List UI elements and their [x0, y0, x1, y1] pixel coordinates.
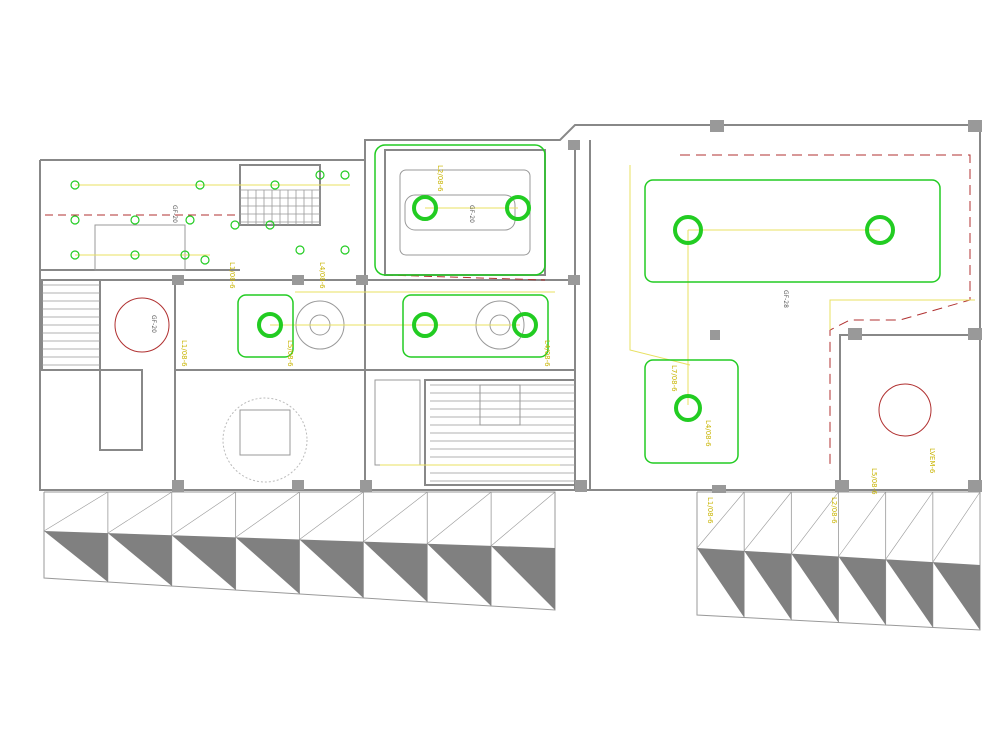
downlight [130, 215, 140, 225]
downlight [230, 220, 240, 230]
paving-diagonal [43, 491, 109, 532]
furniture [94, 169, 531, 483]
downlight [340, 245, 350, 255]
downlight [340, 170, 350, 180]
circuit-label: L4/08-6 [318, 262, 326, 289]
paving-triangle [791, 553, 839, 623]
downlight [315, 170, 325, 180]
circuit-label: LVEM-6 [928, 448, 936, 474]
downlight [70, 180, 80, 190]
paving-diagonal [235, 491, 300, 538]
paving-diagonal [427, 491, 492, 544]
circuit-label: L4/08-6 [704, 420, 712, 447]
downlight [180, 250, 190, 260]
paving-triangle [299, 539, 364, 598]
paving-diagonal [743, 491, 792, 552]
paving-triangle [427, 543, 492, 606]
paving-triangle [697, 548, 745, 618]
downlight [270, 180, 280, 190]
paving-triangle [744, 550, 792, 620]
circuit-labels: L1/08-6 L4/08-6 L5/08-6 L1/08-6 L4/08-6 … [180, 165, 936, 524]
room-tag: GF-28 [782, 290, 789, 308]
ceiling-zones [237, 144, 941, 464]
circuit-label: L2/08-6 [830, 497, 838, 524]
paving-triangle [491, 545, 555, 610]
paving-diagonal [363, 491, 428, 542]
circuit-label: L1/08-6 [228, 262, 236, 289]
downlight [70, 215, 80, 225]
room-tags: GF-20 GF-20 GF-20 GF-28 [150, 205, 789, 333]
paving-diagonal [791, 491, 839, 554]
room-tag: GF-20 [150, 315, 157, 333]
paving-diagonal [171, 491, 236, 536]
paving-diagonal [107, 491, 172, 534]
paving-triangle [235, 537, 300, 594]
paving-diagonal [490, 491, 556, 547]
chandeliers [257, 195, 895, 422]
downlights [70, 170, 350, 265]
circuit-label: L1/08-6 [180, 340, 188, 367]
paving-triangle [932, 562, 980, 630]
paving-triangle [838, 556, 886, 625]
downlight [200, 255, 210, 265]
paving-diagonal [838, 491, 886, 557]
circuit-label: L1/08-6 [706, 497, 714, 524]
paving-diagonal [932, 491, 981, 563]
circuit-label: L4/08-6 [543, 340, 551, 367]
paving-triangle [363, 541, 428, 602]
paving-diagonal [696, 491, 745, 549]
room-tag: GF-20 [468, 205, 475, 223]
downlight [195, 180, 205, 190]
downlight [295, 245, 305, 255]
paving-triangle [171, 535, 236, 590]
stairs [42, 189, 575, 482]
downlight [185, 215, 195, 225]
exterior-paving [43, 491, 981, 631]
room-tag: GF-20 [171, 205, 178, 223]
circuit-label: L5/08-6 [870, 468, 878, 495]
downlight [130, 250, 140, 260]
paving-triangle [885, 559, 933, 628]
paving-diagonal [299, 491, 364, 540]
downlight [70, 250, 80, 260]
circuit-label: L7/08-6 [670, 365, 678, 392]
circuit-label: L2/08-6 [436, 165, 444, 192]
paving-triangle [107, 533, 172, 586]
paving-diagonal [885, 491, 934, 560]
downlight [265, 220, 275, 230]
paving-triangle [44, 531, 108, 582]
wall-columns [172, 120, 982, 493]
circuit-label: L5/08-6 [286, 340, 294, 367]
